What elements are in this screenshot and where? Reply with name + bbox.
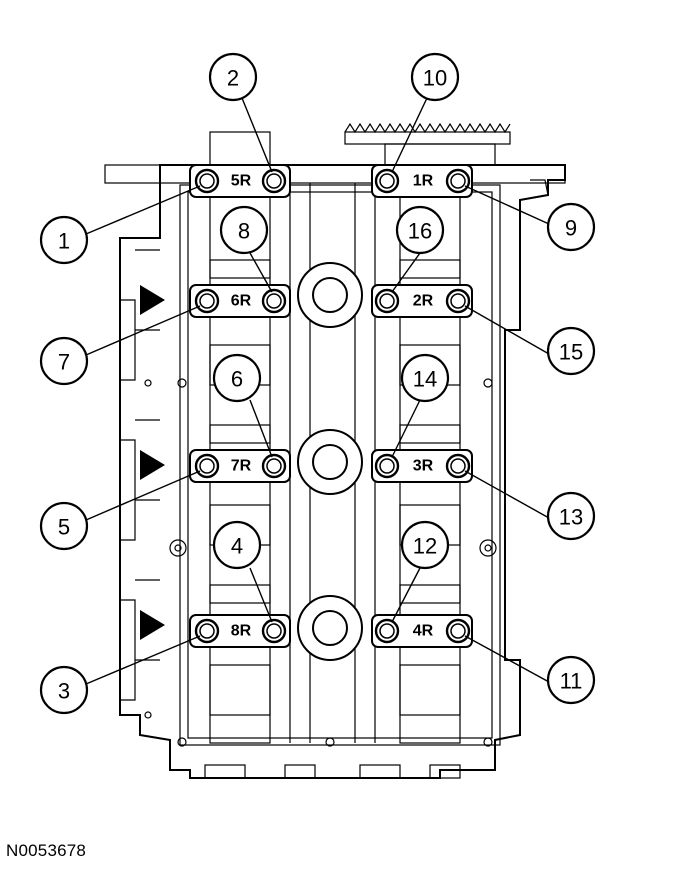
bearing-cap-5r: 5R xyxy=(189,164,291,198)
callout-16: 16 xyxy=(395,205,445,255)
callout-number: 1 xyxy=(58,229,70,254)
cap-label: 1R xyxy=(413,173,434,190)
cap-label: 5R xyxy=(231,173,252,190)
leader-line xyxy=(391,567,421,623)
leader-line xyxy=(391,97,428,173)
leader-line xyxy=(464,470,550,519)
callout-number: 5 xyxy=(58,515,70,540)
leader-line xyxy=(249,399,273,458)
cap-label: 8R xyxy=(231,623,252,640)
callout-9: 9 xyxy=(546,202,596,252)
callout-12: 12 xyxy=(400,520,450,570)
callout-number: 9 xyxy=(565,216,577,241)
callout-number: 12 xyxy=(413,534,437,559)
callout-number: 8 xyxy=(238,219,250,244)
cap-label: 2R xyxy=(413,293,434,310)
callout-number: 6 xyxy=(231,367,243,392)
callout-number: 15 xyxy=(559,340,583,365)
leader-line xyxy=(85,635,201,685)
callout-number: 16 xyxy=(408,219,432,244)
callout-15: 15 xyxy=(546,326,596,376)
callout-6: 6 xyxy=(212,353,262,403)
leader-line xyxy=(391,252,421,293)
callout-1: 1 xyxy=(39,215,89,265)
callout-number: 2 xyxy=(227,66,239,91)
callout-5: 5 xyxy=(39,501,89,551)
leader-line xyxy=(85,185,201,235)
callout-7: 7 xyxy=(39,336,89,386)
callout-number: 10 xyxy=(423,66,447,91)
leader-line xyxy=(464,305,550,355)
cylinder-head-body xyxy=(104,122,566,779)
cap-label: 7R xyxy=(231,458,252,475)
leader-line xyxy=(85,470,201,521)
cap-label: 6R xyxy=(231,293,252,310)
callout-number: 4 xyxy=(231,534,243,559)
leader-line xyxy=(464,635,550,683)
bearing-cap-7r: 7R xyxy=(189,449,291,483)
callout-14: 14 xyxy=(400,353,450,403)
bearing-cap-8r: 8R xyxy=(189,614,291,648)
figure-id-label: N0053678 xyxy=(6,841,87,860)
bearing-cap-6r: 6R xyxy=(189,284,291,318)
callout-number: 13 xyxy=(559,505,583,530)
callout-number: 11 xyxy=(560,669,583,694)
callout-number: 14 xyxy=(413,367,437,392)
callout-3: 3 xyxy=(39,665,89,715)
cap-label: 3R xyxy=(413,458,434,475)
bearing-cap-3r: 3R xyxy=(371,449,473,483)
callout-number: 3 xyxy=(58,679,70,704)
leader-line xyxy=(464,185,550,225)
leader-line xyxy=(391,399,421,458)
callout-11: 11 xyxy=(546,655,596,705)
bearing-cap-2r: 2R xyxy=(371,284,473,318)
callout-13: 13 xyxy=(546,491,596,541)
bearing-cap-1r: 1R xyxy=(371,164,473,198)
callout-2: 2 xyxy=(208,52,258,102)
leader-line xyxy=(85,305,201,356)
leader-lines xyxy=(85,97,550,685)
leader-line xyxy=(241,97,273,173)
cap-label: 4R xyxy=(413,623,434,640)
callout-4: 4 xyxy=(212,520,262,570)
leader-line xyxy=(249,567,273,623)
bearing-cap-4r: 4R xyxy=(371,614,473,648)
callout-10: 10 xyxy=(410,52,460,102)
callout-number: 7 xyxy=(58,350,70,375)
callout-8: 8 xyxy=(219,205,269,255)
leader-line xyxy=(249,252,273,293)
